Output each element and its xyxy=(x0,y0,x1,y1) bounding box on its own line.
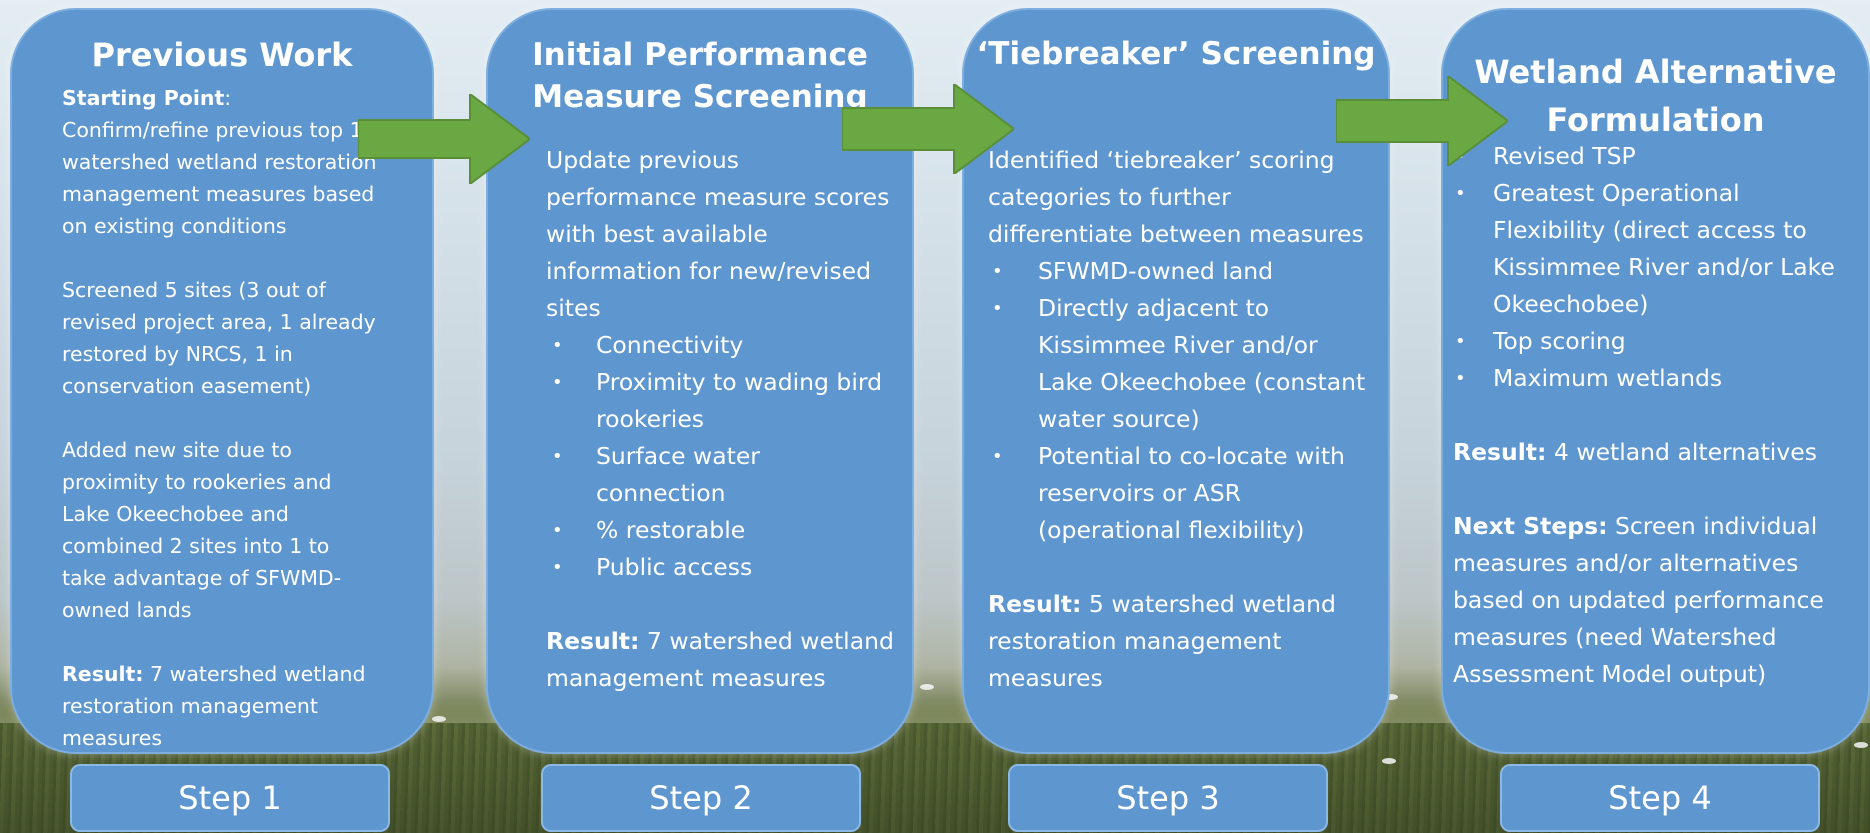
card-content: Update previous performance measure scor… xyxy=(546,142,896,697)
result-line: Result: 4 wetland alternatives xyxy=(1453,438,1817,466)
step-label-4: Step 4 xyxy=(1500,764,1820,832)
egret-bird xyxy=(1854,742,1868,748)
paragraph: Identified ‘tiebreaker’ scoring categori… xyxy=(988,146,1364,248)
paragraph: Screened 5 sites (3 out of revised proje… xyxy=(62,278,376,398)
list-item: •Directly adjacent to Kissimmee River an… xyxy=(992,294,1366,433)
starting-point-label: Starting Point: xyxy=(62,86,232,110)
card-wetland-alternative-formulation: Wetland Alternative Formulation •Revised… xyxy=(1441,8,1870,754)
card-title: Previous Work xyxy=(91,36,353,74)
result-line: Result: 5 watershed wetland restoration … xyxy=(988,590,1336,692)
list-item: •Maximum wetlands xyxy=(1455,364,1723,392)
arrow-right-icon xyxy=(842,84,1014,174)
arrow-right-icon xyxy=(1336,76,1508,166)
list-item: •Surface water connection xyxy=(552,442,760,507)
egret-bird xyxy=(1382,758,1396,764)
bullet-list: •Connectivity •Proximity to wading bird … xyxy=(546,327,896,586)
egret-bird xyxy=(920,684,934,690)
list-item: •Greatest Operational Flexibility (direc… xyxy=(1455,179,1835,318)
arrow-right-icon xyxy=(358,94,530,184)
list-item: •Public access xyxy=(552,553,753,581)
bullet-list: •SFWMD-owned land •Directly adjacent to … xyxy=(988,253,1378,549)
card-content: •Revised TSP •Greatest Operational Flexi… xyxy=(1453,142,1858,693)
list-item: •Potential to co-locate with reservoirs … xyxy=(992,442,1345,544)
card-title: Initial Performance Measure Screening xyxy=(532,37,868,115)
result-line: Result: 7 watershed wetland restoration … xyxy=(62,662,366,750)
paragraph: Confirm/refine previous top 12 watershed… xyxy=(62,118,377,238)
card-content: Starting Point: Confirm/refine previous … xyxy=(62,82,380,752)
list-item: •Top scoring xyxy=(1455,327,1626,355)
bullet-list: •Revised TSP •Greatest Operational Flexi… xyxy=(1453,138,1858,397)
step-label-2: Step 2 xyxy=(541,764,861,832)
result-line: Result: 7 watershed wetland management m… xyxy=(546,627,894,692)
step-label-3: Step 3 xyxy=(1008,764,1328,832)
list-item: •Connectivity xyxy=(552,331,744,359)
next-steps-line: Next Steps: Screen individual measures a… xyxy=(1453,512,1824,688)
step-label-1: Step 1 xyxy=(70,764,390,832)
paragraph: Added new site due to proximity to rooke… xyxy=(62,438,342,622)
list-item: •Revised TSP xyxy=(1455,142,1636,170)
card-title: Wetland Alternative Formulation xyxy=(1474,53,1837,139)
paragraph: Update previous performance measure scor… xyxy=(546,146,890,322)
list-item: •SFWMD-owned land xyxy=(992,257,1274,285)
egret-bird xyxy=(432,716,446,722)
card-title: ‘Tiebreaker’ Screening xyxy=(976,36,1376,72)
list-item: •Proximity to wading bird rookeries xyxy=(552,368,883,433)
card-content: Identified ‘tiebreaker’ scoring categori… xyxy=(988,142,1378,697)
egret-bird xyxy=(1384,694,1398,700)
card-tiebreaker-screening: ‘Tiebreaker’ Screening Identified ‘tiebr… xyxy=(962,8,1390,754)
list-item: •% restorable xyxy=(552,516,746,544)
